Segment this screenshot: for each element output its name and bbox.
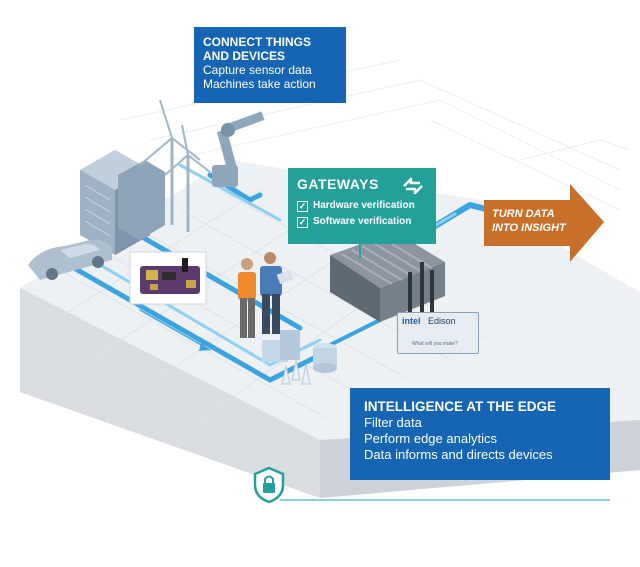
edge-intelligence-callout: INTELLIGENCE AT THE EDGE Filter data Per… (350, 388, 610, 480)
storage-tanks (262, 330, 337, 385)
intel-gateway-logo-icon (403, 177, 423, 195)
shield-lock-icon (253, 466, 285, 504)
sensor-board-photo (129, 251, 207, 305)
checkbox-checked-icon: ✓ (297, 216, 308, 228)
workers (238, 248, 294, 338)
gateway-item-hardware: ✓ Hardware verification (297, 198, 427, 214)
connect-line-1: Capture sensor data (203, 63, 312, 77)
gateway-server (330, 232, 445, 322)
edge-title: INTELLIGENCE AT THE EDGE (364, 399, 557, 414)
connect-title: CONNECT THINGS AND DEVICES (203, 35, 311, 63)
robot-arm (212, 111, 265, 187)
edge-line-3: Data informs and directs devices (364, 447, 553, 462)
turn-data-arrow (484, 184, 604, 262)
wind-turbines (139, 99, 211, 232)
turn-data-label: TURN DATA INTO INSIGHT (492, 208, 566, 234)
edison-brand: intel (402, 316, 421, 326)
gateways-title: GATEWAYS (297, 176, 379, 192)
connect-line-2: Machines take action (203, 77, 316, 91)
gateway-item-software: ✓ Software verification (297, 214, 427, 230)
edison-name: Edison (428, 316, 456, 326)
edge-line-1: Filter data (364, 415, 422, 430)
gateways-callout: GATEWAYS ✓ Hardware verification ✓ Softw… (288, 168, 436, 244)
edge-line-2: Perform edge analytics (364, 431, 497, 446)
car (28, 239, 112, 280)
factory-building (80, 150, 165, 255)
gateway-item-label: Software verification (313, 216, 412, 227)
checkbox-checked-icon: ✓ (297, 200, 308, 212)
edison-tagline: What will you make? (412, 341, 458, 347)
gateway-item-label: Hardware verification (313, 200, 415, 211)
intel-edison-board: intel Edison What will you make? (397, 312, 479, 354)
connect-things-callout: CONNECT THINGS AND DEVICES Capture senso… (194, 27, 346, 103)
